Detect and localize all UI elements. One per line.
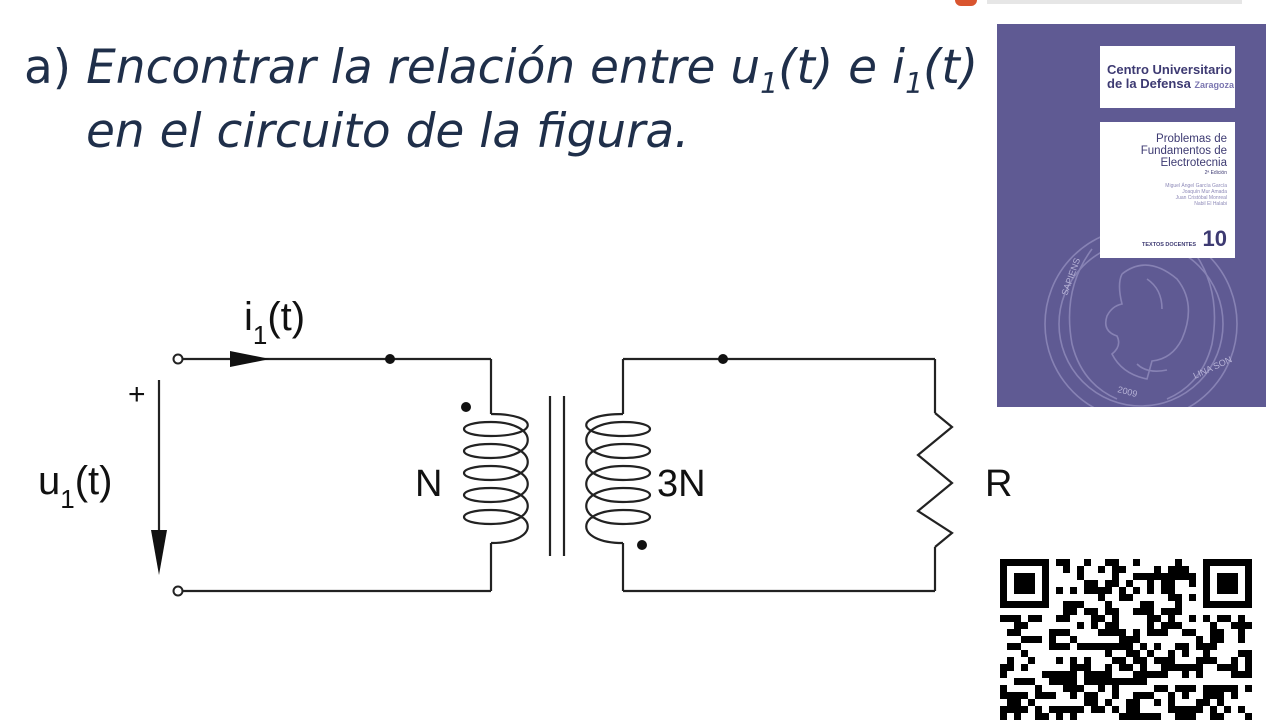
terminal-bottom — [172, 585, 184, 597]
polarity-dot-secondary — [637, 540, 647, 550]
book-title-line-2: Fundamentos de — [1140, 145, 1227, 157]
voltage-label: u1(t) — [38, 459, 112, 514]
publisher-line-1: Centro Universitario — [1107, 62, 1232, 77]
node-dot-primary — [385, 354, 395, 364]
plus-sign: + — [128, 378, 146, 411]
polarity-dot-primary — [461, 402, 471, 412]
book-number: 10 — [1202, 226, 1227, 251]
book-title-line-1: Problemas de — [1156, 133, 1227, 145]
node-dot-secondary — [718, 354, 728, 364]
primary-coil — [462, 412, 529, 545]
publisher-city: Zaragoza — [1194, 80, 1234, 90]
book-title-line-3: Electrotecnia — [1160, 157, 1227, 169]
qr-code[interactable] — [1000, 559, 1256, 720]
top-edge-logo-fragment — [955, 0, 1245, 8]
book-edition: 2ª Edición — [1204, 170, 1227, 176]
svg-text:SAPIENS: SAPIENS — [1059, 257, 1082, 297]
terminal-top — [172, 353, 184, 365]
primary-turns-label: N — [415, 463, 442, 505]
book-title-card: Problemas de Fundamentos de Electrotecni… — [1100, 122, 1235, 258]
book-authors: Miguel Ángel García García Joaquín Mur A… — [1165, 183, 1227, 207]
current-label: i1(t) — [244, 295, 305, 350]
publisher-card: Centro Universitario de la Defensa Zarag… — [1100, 46, 1235, 108]
question-text: a) Encontrar la relación entre u1(t) e i… — [24, 36, 978, 164]
university-seal-watermark: SAPIENS LINA SON 2009 — [1044, 227, 1238, 407]
book-series: TEXTOS DOCENTES — [1142, 242, 1196, 248]
resistor-label: R — [985, 463, 1012, 505]
voltage-arrow-head — [151, 530, 167, 575]
secondary-coil — [585, 412, 652, 545]
current-arrow-head — [230, 351, 270, 367]
question-line-1: Encontrar la relación entre u1(t) e i1(t… — [86, 40, 979, 100]
resistor-zigzag — [916, 412, 954, 548]
secondary-turns-label: 3N — [657, 463, 706, 505]
svg-text:2009: 2009 — [1116, 384, 1138, 399]
question-label: a) — [24, 40, 72, 95]
book-cover-image: SAPIENS LINA SON 2009 Centro Universitar… — [997, 24, 1266, 407]
publisher-line-2: de la Defensa — [1107, 76, 1191, 91]
question-line-2: en el circuito de la figura. — [86, 104, 690, 159]
